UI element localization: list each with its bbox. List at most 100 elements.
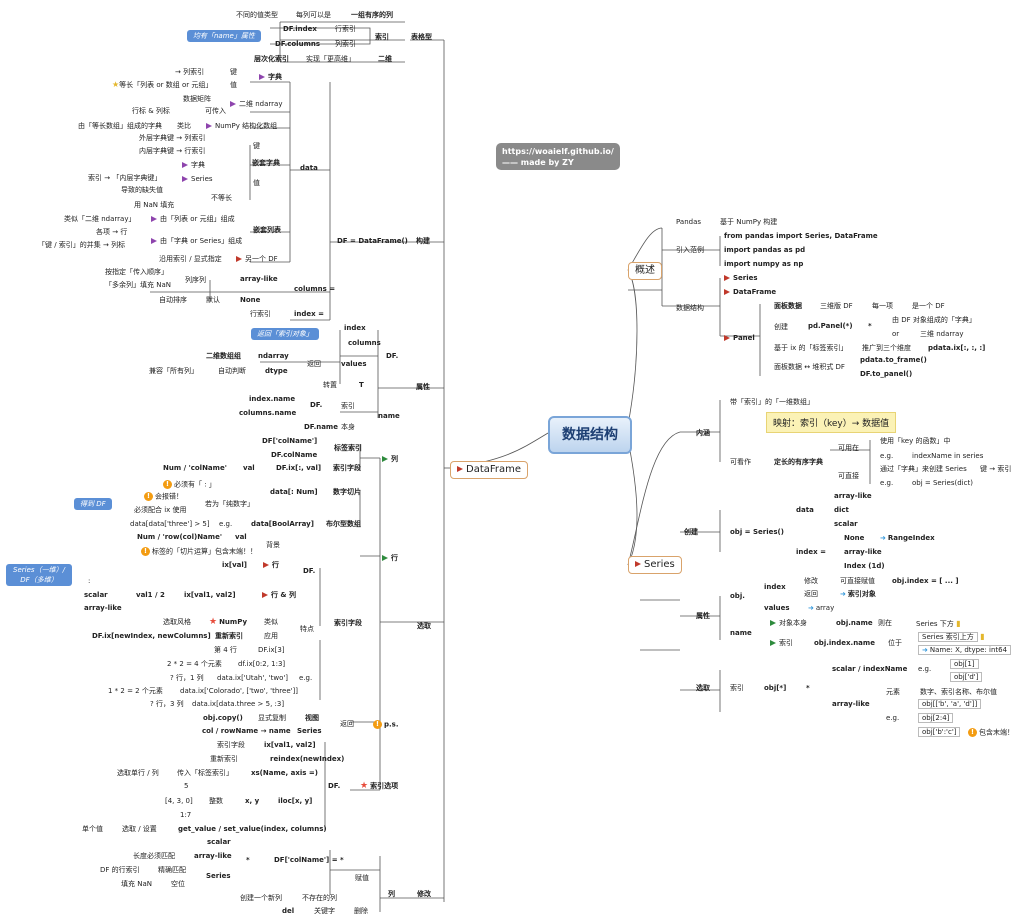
get-set: get_value / set_value(index, columns) bbox=[178, 825, 327, 833]
val2: val bbox=[235, 533, 247, 541]
slice-note: 标签的「切片运算」包含末端！！ bbox=[152, 547, 257, 556]
s-usable: 可用在 bbox=[838, 444, 859, 452]
columns-eq: columns = bbox=[294, 285, 336, 293]
flag-icon bbox=[724, 275, 730, 281]
series-node[interactable]: Series bbox=[628, 556, 682, 574]
idx-field: 索引字段 bbox=[333, 464, 361, 472]
auto-sort: 自动排序 bbox=[159, 296, 187, 304]
row1x2: 1 * 2 = 2 个元素 bbox=[108, 687, 163, 695]
attr-values: values bbox=[341, 360, 367, 368]
flag-icon bbox=[770, 640, 776, 646]
s-num-idx-bool: 数字、索引名称、布尔值 bbox=[920, 688, 997, 696]
delete: 删除 bbox=[354, 907, 368, 915]
scalar: scalar bbox=[84, 591, 108, 599]
s-name: name bbox=[730, 629, 752, 637]
series-label: Series bbox=[191, 175, 213, 183]
val12: val1 / 2 bbox=[136, 591, 165, 599]
ov-is-df: 是一个 DF bbox=[912, 302, 945, 310]
s-star: * bbox=[806, 684, 810, 692]
explicit-copy: 显式复制 bbox=[258, 714, 286, 722]
num-colname: Num / 'colName' bbox=[163, 464, 227, 472]
s-array: array bbox=[815, 604, 835, 612]
follow-index: 沿用索引 / 显式指定 bbox=[159, 255, 222, 263]
select-label: 选取 bbox=[417, 622, 431, 630]
s-obj: obj. bbox=[730, 592, 745, 600]
ix-val: ix[val] bbox=[222, 561, 247, 569]
eg2: e.g. bbox=[299, 674, 313, 682]
equal-len: 等长「列表 or 数组 or 元组」 bbox=[119, 81, 213, 89]
attr-index-name: index.name bbox=[249, 395, 296, 403]
s-obj1: obj[1] bbox=[950, 659, 979, 669]
df-col: DF['colName'] = * bbox=[274, 856, 344, 864]
dataframe-label: DataFrame bbox=[466, 464, 522, 475]
nan-fill: 用 NaN 填充 bbox=[134, 201, 175, 209]
s-obj-d: obj['d'] bbox=[950, 672, 983, 682]
nested-list: 嵌套列表 bbox=[253, 226, 281, 234]
two-d: 二维 bbox=[378, 55, 392, 63]
constructor: DF = DataFrame() bbox=[337, 237, 408, 245]
pick-style: 选取风格 bbox=[163, 618, 191, 626]
inner-key: 内层字典键 → 行索引 bbox=[139, 147, 206, 155]
s-via-dict: 通过「字典」来创建 Series bbox=[880, 465, 967, 473]
ix-reindex: DF.ix[newIndex, newColumns] bbox=[92, 632, 211, 640]
flag-icon bbox=[635, 561, 641, 567]
row2: 行 bbox=[272, 561, 279, 569]
ov-to-panel: DF.to_panel() bbox=[860, 370, 913, 378]
outer-key: 外层字典键 → 列索引 bbox=[139, 134, 206, 142]
idx-options: 索引选项 bbox=[370, 782, 399, 790]
s-ordered-dict: 定长的有序字典 bbox=[774, 458, 823, 466]
ov-ndarray3: 三维 ndarray bbox=[920, 330, 964, 338]
vacancy: 空位 bbox=[171, 880, 185, 888]
flag-icon bbox=[206, 123, 212, 129]
mod-array-like: array-like bbox=[194, 852, 232, 860]
modify-label: 修改 bbox=[417, 890, 431, 898]
flag-icon bbox=[724, 289, 730, 295]
s-index-eq: index = bbox=[796, 548, 826, 556]
warning-icon: ! bbox=[141, 547, 150, 556]
mod-scalar: scalar bbox=[207, 838, 231, 846]
apply: 应用 bbox=[264, 632, 278, 640]
ps: p.s. bbox=[384, 720, 399, 729]
data-num: data[: Num] bbox=[270, 488, 318, 496]
index-eq: index = bbox=[294, 310, 324, 318]
another-df: 另一个 DF bbox=[245, 255, 278, 263]
ov-create: 创建 bbox=[774, 323, 788, 331]
banner-url: https://woaielf.github.io/ bbox=[502, 147, 614, 156]
overview-node[interactable]: 概述 bbox=[628, 262, 662, 280]
note-icon: ▮ bbox=[977, 632, 985, 641]
s-idx-in: indexName in series bbox=[912, 452, 984, 460]
s-none: None bbox=[844, 534, 865, 542]
data-label: data bbox=[300, 164, 318, 172]
s-key-idx: 键 → 索引 bbox=[980, 465, 1012, 473]
list: [4, 3, 0] bbox=[165, 797, 193, 805]
analog: 类比 bbox=[177, 122, 191, 130]
warning-icon: ! bbox=[373, 720, 382, 729]
colon: : bbox=[88, 577, 91, 585]
center-node[interactable]: 数据结构 bbox=[548, 416, 632, 454]
ix-val12: ix[val1, val2] bbox=[184, 591, 236, 599]
ov-pd-panel: pd.Panel(*) bbox=[808, 322, 853, 330]
s-index2: 索引 bbox=[779, 639, 793, 647]
s-obj-index-name: obj.index.name bbox=[814, 639, 875, 647]
val: val bbox=[243, 464, 255, 472]
arrow-icon: ➜ bbox=[922, 646, 928, 654]
single: 单个值 bbox=[82, 825, 103, 833]
attr-df-name: DF.name bbox=[304, 423, 338, 431]
ordered-cols: 一组有序的列 bbox=[351, 11, 393, 19]
ov-expand: 推广到三个维度 bbox=[862, 344, 911, 352]
s-obj-index: obj.index = [ ... ] bbox=[892, 577, 959, 585]
value2: 值 bbox=[253, 179, 260, 187]
multi-col: 「多余列」填充 NaN bbox=[105, 281, 171, 289]
arrow-icon: ➜ bbox=[840, 590, 846, 598]
num-row: Num / 'row(col)Name' bbox=[137, 533, 222, 541]
attr-transpose: 转置 bbox=[323, 381, 337, 389]
attr-compat: 兼容「所有列」 bbox=[149, 367, 198, 375]
ov-data-struct: 数据结构 bbox=[676, 304, 704, 312]
set-get: 选取 / 设置 bbox=[122, 825, 157, 833]
label-idx: 标签索引 bbox=[334, 444, 362, 452]
s-scalar: scalar bbox=[834, 520, 858, 528]
ov-three-df: 三维版 DF bbox=[820, 302, 853, 310]
s-meaning: 内涵 bbox=[696, 429, 710, 437]
dataframe-node[interactable]: DataFrame bbox=[450, 461, 529, 479]
